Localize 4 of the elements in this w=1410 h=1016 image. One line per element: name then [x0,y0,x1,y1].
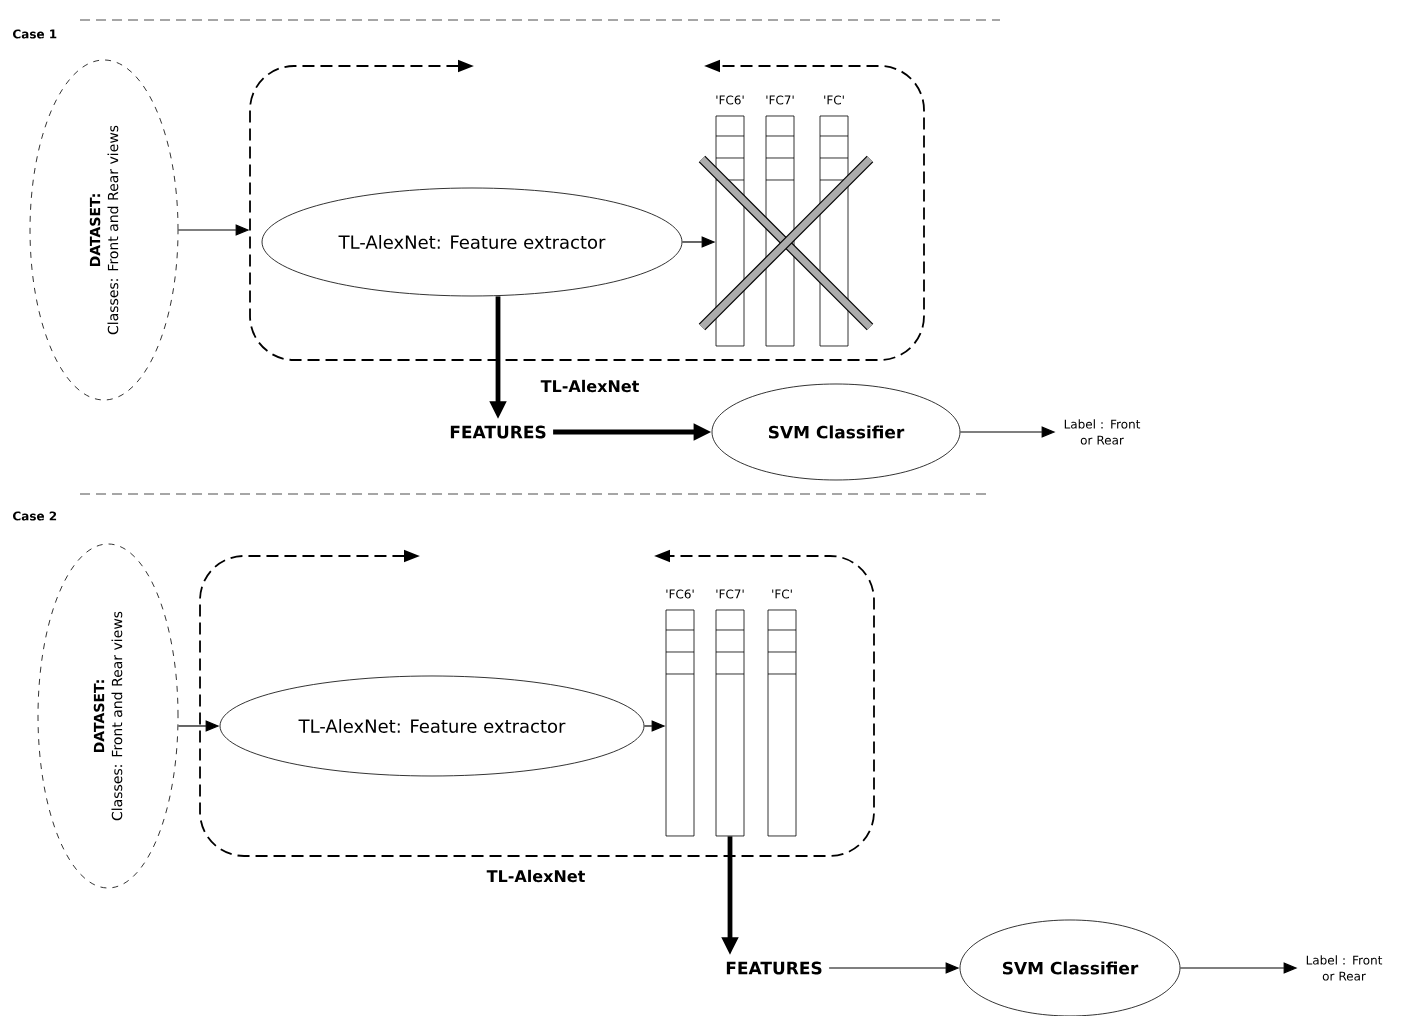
features-label: FEATURES [450,425,546,439]
node-label: TL-AlexNet [486,869,585,883]
features-label: FEATURES [726,961,822,975]
node-label: TL-AlexNet [540,379,639,393]
